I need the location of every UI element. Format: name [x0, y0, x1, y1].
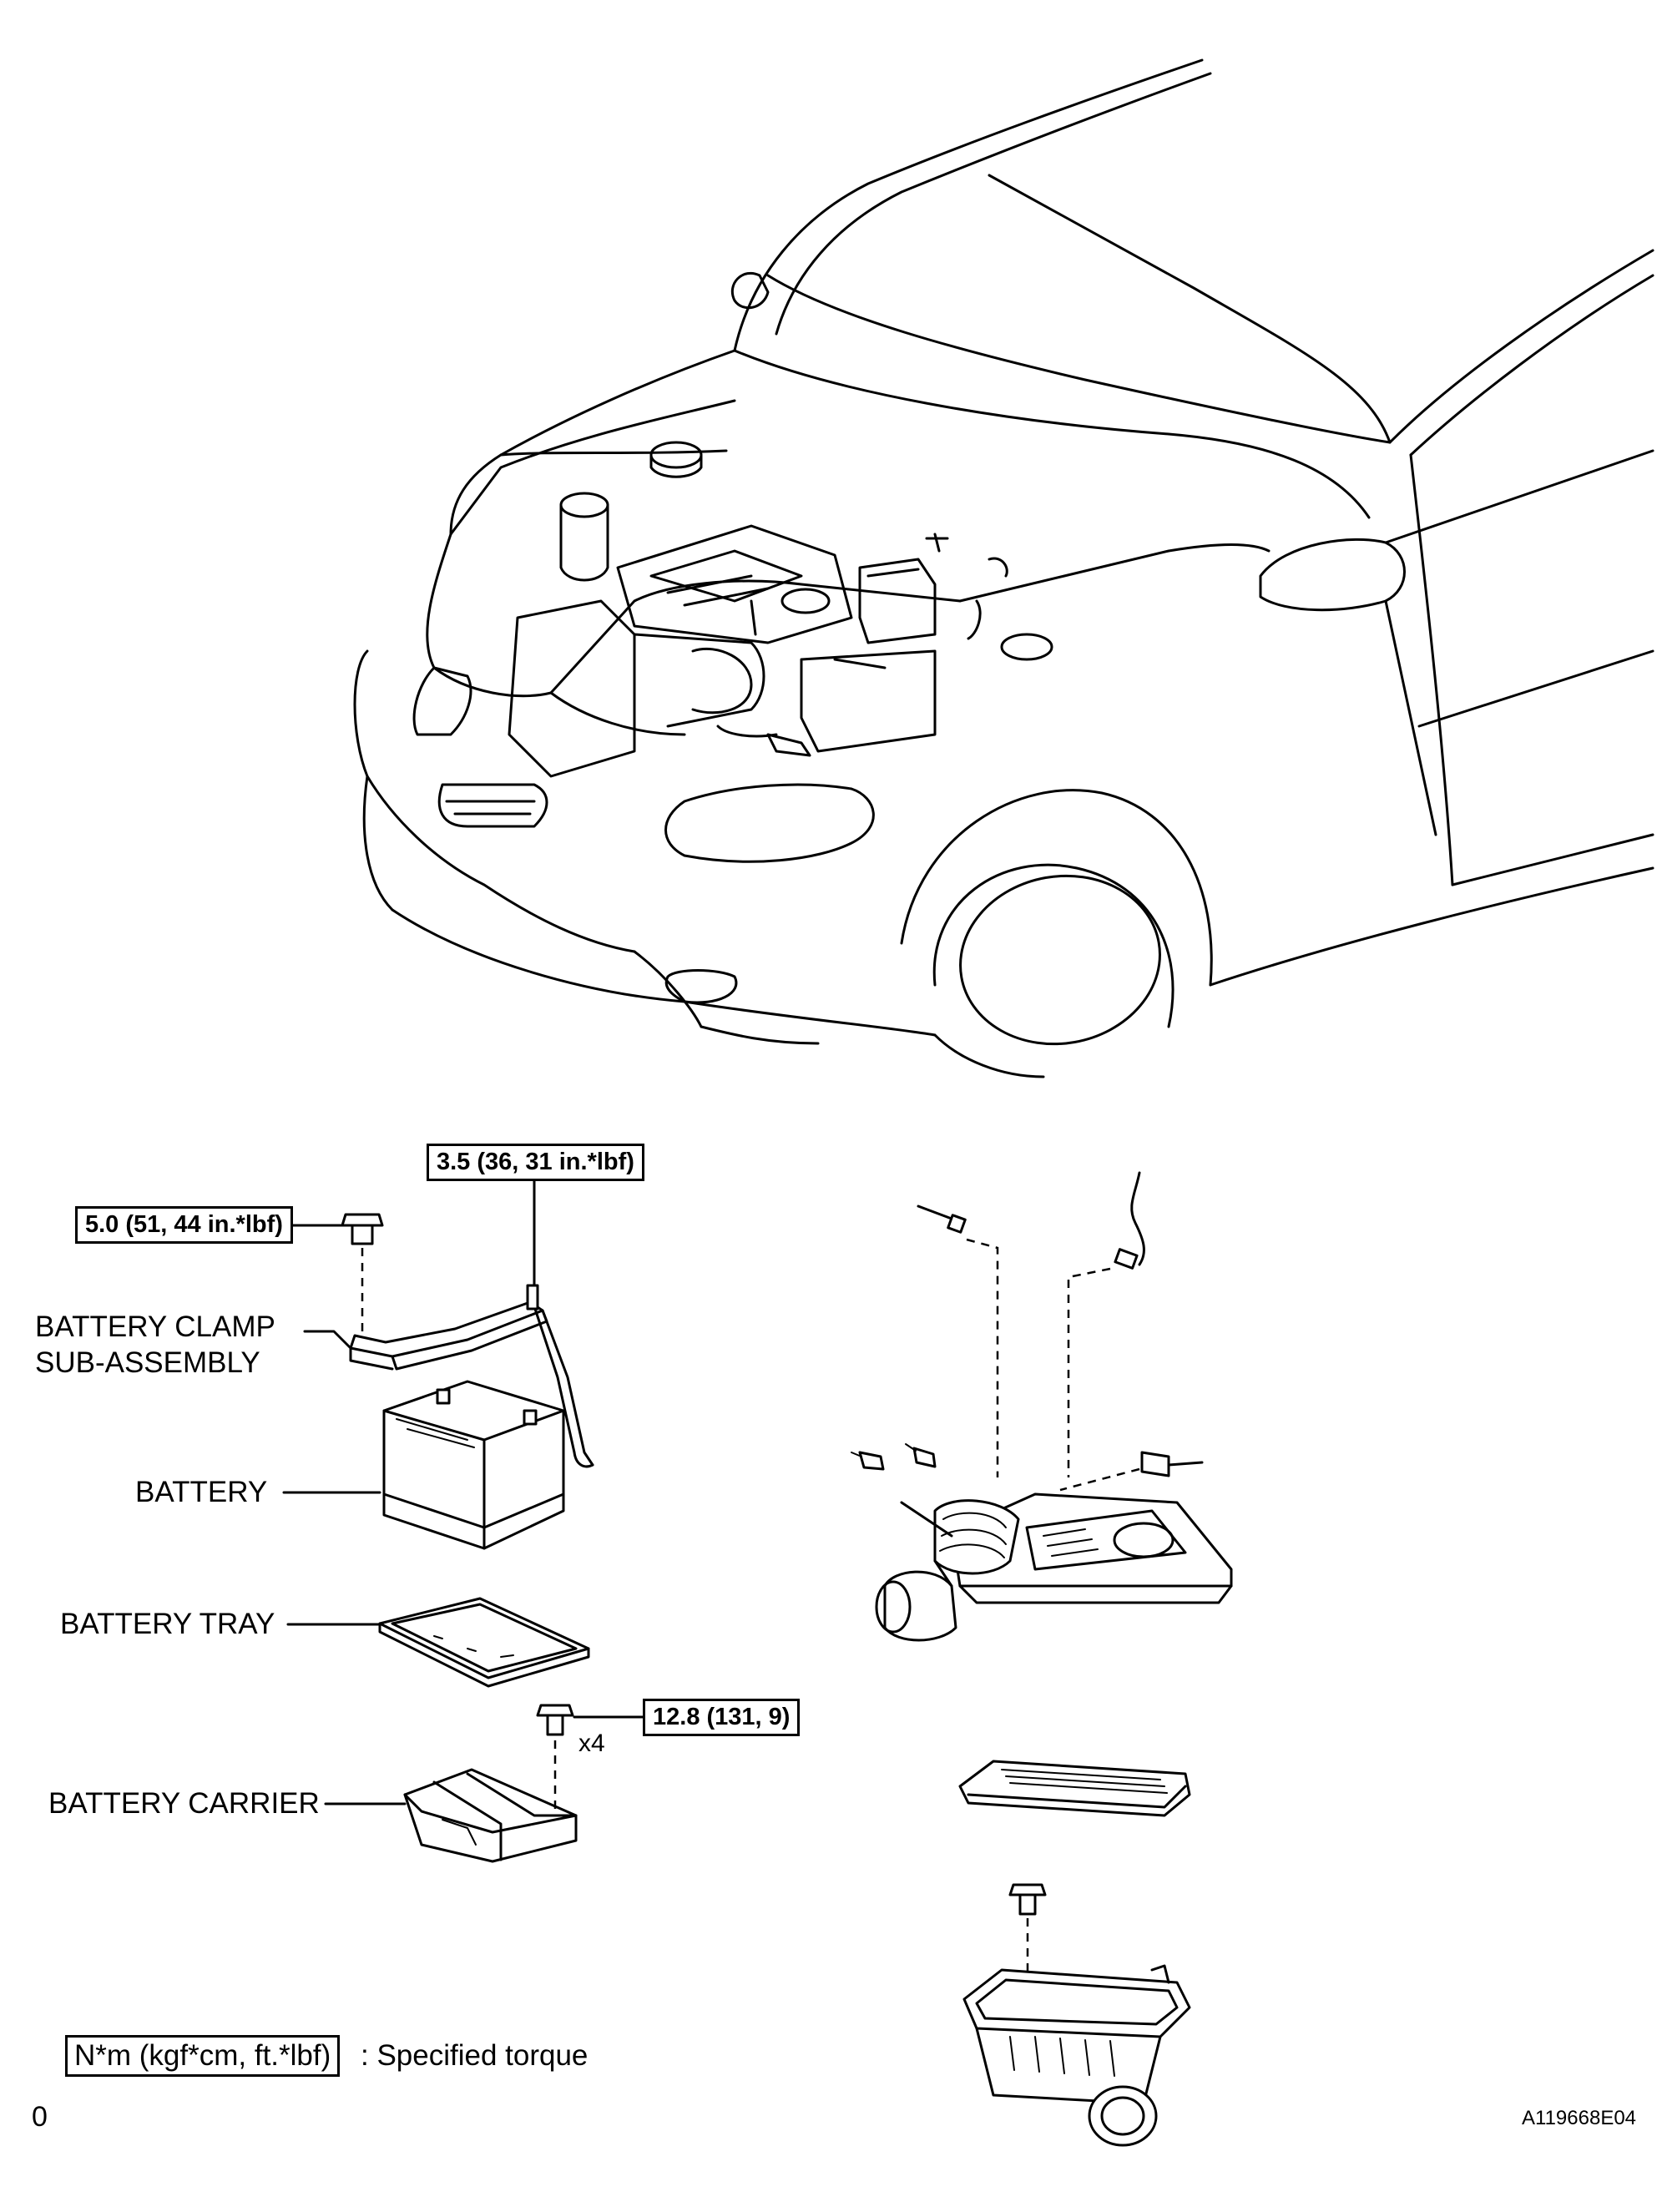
- page-mark: 0: [32, 2101, 48, 2133]
- air-cleaner-assembly-drawing: [851, 1171, 1233, 2147]
- vehicle-front-view: [353, 58, 1654, 1078]
- battery-tray-drawing: [378, 1597, 590, 1688]
- clamp-rod-torque-spec: 3.5 (36, 31 in.*lbf): [427, 1144, 644, 1181]
- clamp-bolt-torque-spec: 5.0 (51, 44 in.*lbf): [75, 1206, 293, 1244]
- torque-unit-legend-description: : Specified torque: [361, 2039, 589, 2072]
- battery-drawing: [382, 1380, 565, 1550]
- battery-clamp-label-line2: SUB-ASSEMBLY: [35, 1346, 260, 1379]
- figure-id: A119668E04: [1522, 2107, 1637, 2129]
- carrier-bolt-quantity: x4: [578, 1730, 605, 1757]
- leader-lines: [282, 1163, 644, 1805]
- battery-label: BATTERY: [135, 1476, 268, 1508]
- carrier-bolt-torque-spec: 12.8 (131, 9): [643, 1699, 801, 1736]
- battery-clamp-label-line1: BATTERY CLAMP: [35, 1311, 275, 1343]
- battery-carrier-drawing: [403, 1704, 578, 1863]
- battery-clamp-drawing: [341, 1213, 594, 1468]
- battery-tray-label: BATTERY TRAY: [60, 1608, 275, 1640]
- torque-unit-legend-box: N*m (kgf*cm, ft.*lbf): [65, 2035, 341, 2077]
- battery-carrier-label: BATTERY CARRIER: [48, 1787, 320, 1820]
